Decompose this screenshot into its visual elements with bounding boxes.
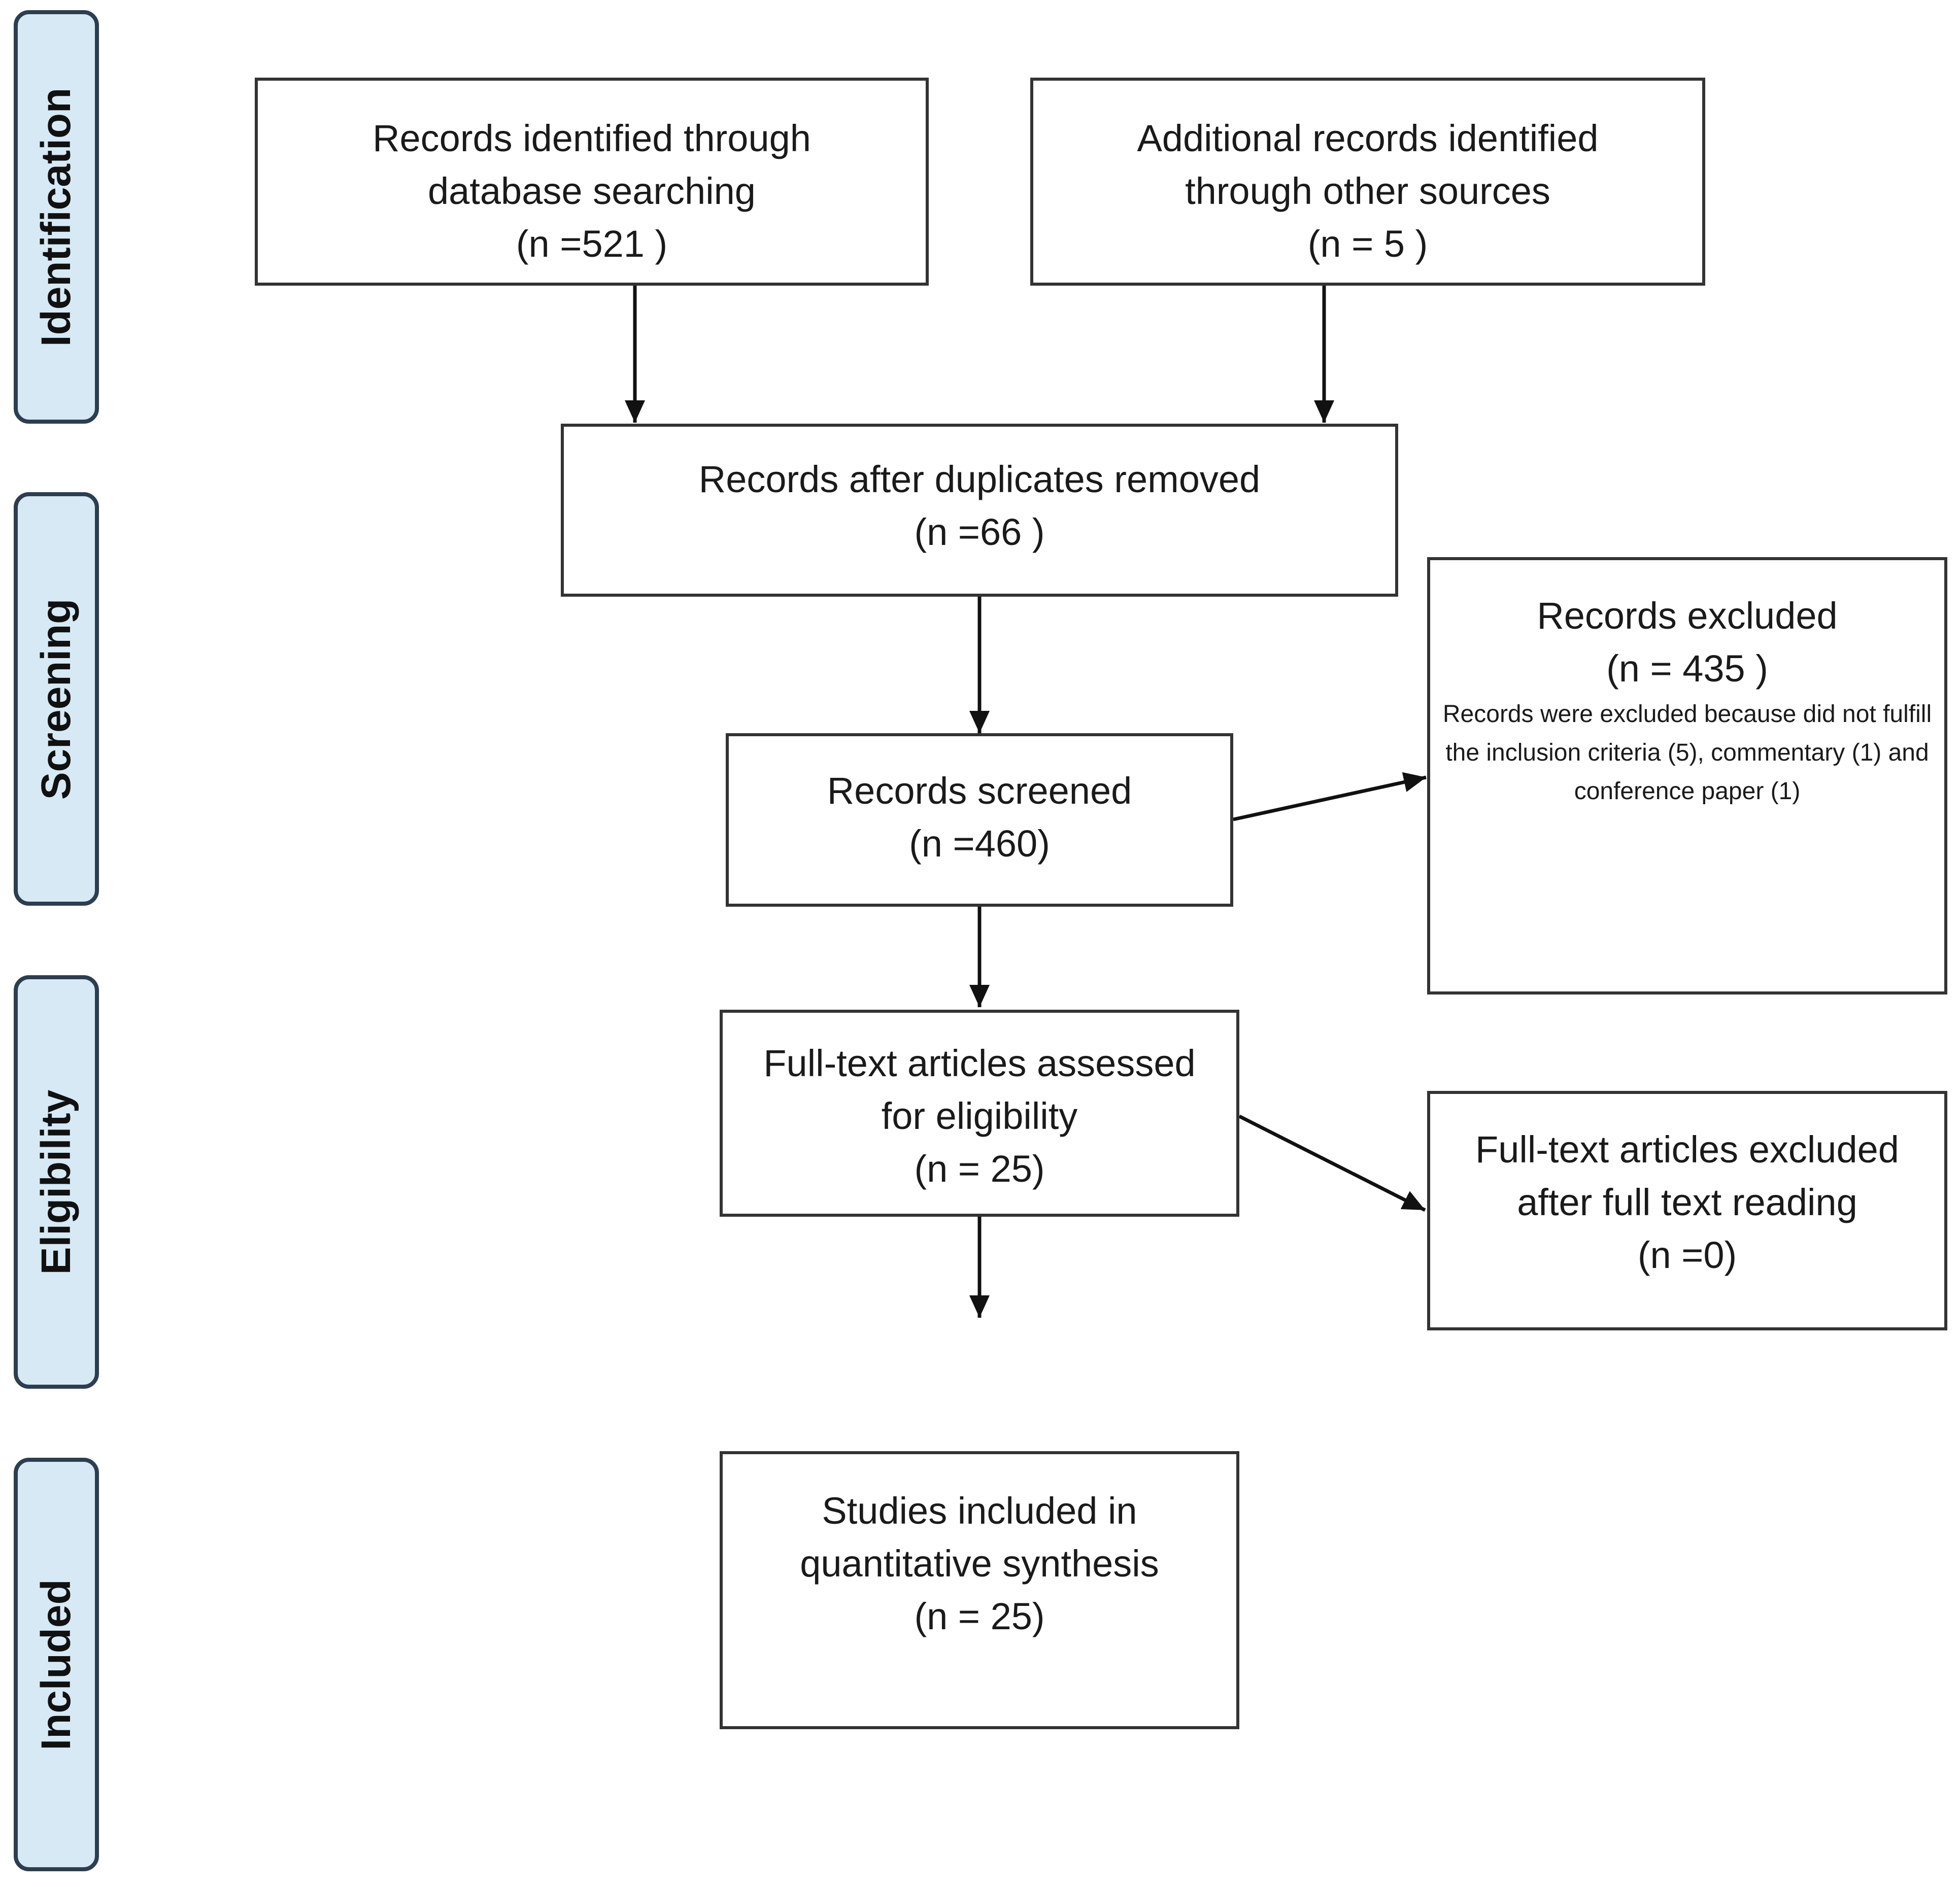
database-records-line2: database searching bbox=[428, 170, 756, 212]
records-screened-box: Records screened (n =460) bbox=[726, 733, 1233, 907]
database-records-count: (n =521 ) bbox=[516, 223, 668, 265]
records-excluded-box: Records excluded (n = 435 ) Records were… bbox=[1427, 557, 1947, 994]
records-excluded-line1: Records excluded bbox=[1537, 595, 1838, 637]
stage-eligibility: Eligibility bbox=[14, 975, 99, 1389]
stage-screening: Screening bbox=[14, 492, 99, 906]
fulltext-excluded-line2: after full text reading bbox=[1517, 1181, 1857, 1223]
records-screened-line1: Records screened bbox=[827, 770, 1132, 812]
fulltext-excluded-line1: Full-text articles excluded bbox=[1475, 1128, 1899, 1171]
arrow-screened-to-excluded bbox=[1233, 772, 1427, 821]
studies-included-line1: Studies included in bbox=[822, 1490, 1137, 1532]
fulltext-assessed-box: Full-text articles assessed for eligibil… bbox=[720, 1010, 1239, 1217]
other-sources-line1: Additional records identified bbox=[1137, 117, 1599, 159]
database-records-line1: Records identified through bbox=[373, 117, 811, 159]
fulltext-assessed-count: (n = 25) bbox=[914, 1148, 1045, 1190]
stage-included: Included bbox=[14, 1458, 99, 1871]
records-excluded-count: (n = 435 ) bbox=[1606, 647, 1768, 690]
duplicates-removed-box: Records after duplicates removed (n =66 … bbox=[561, 424, 1398, 597]
duplicates-removed-count: (n =66 ) bbox=[914, 511, 1045, 553]
records-excluded-note: Records were excluded because did not fu… bbox=[1442, 701, 1932, 805]
fulltext-excluded-box: Full-text articles excluded after full t… bbox=[1427, 1091, 1947, 1330]
studies-included-count: (n = 25) bbox=[914, 1595, 1045, 1637]
stage-identification: Identification bbox=[14, 10, 99, 424]
other-sources-line2: through other sources bbox=[1185, 170, 1550, 212]
other-sources-count: (n = 5 ) bbox=[1307, 223, 1428, 265]
fulltext-excluded-count: (n =0) bbox=[1637, 1234, 1737, 1276]
duplicates-removed-line1: Records after duplicates removed bbox=[698, 458, 1261, 500]
database-records-box: Records identified through database sear… bbox=[255, 78, 929, 286]
studies-included-box: Studies included in quantitative synthes… bbox=[720, 1451, 1239, 1729]
other-sources-box: Additional records identified through ot… bbox=[1030, 78, 1705, 286]
fulltext-assessed-line1: Full-text articles assessed bbox=[763, 1042, 1196, 1084]
studies-included-line2: quantitative synthesis bbox=[800, 1542, 1159, 1585]
records-screened-count: (n =460) bbox=[909, 822, 1050, 865]
arrow-fulltext-to-fulltext-excluded bbox=[1238, 1114, 1426, 1212]
fulltext-assessed-line2: for eligibility bbox=[881, 1095, 1078, 1137]
